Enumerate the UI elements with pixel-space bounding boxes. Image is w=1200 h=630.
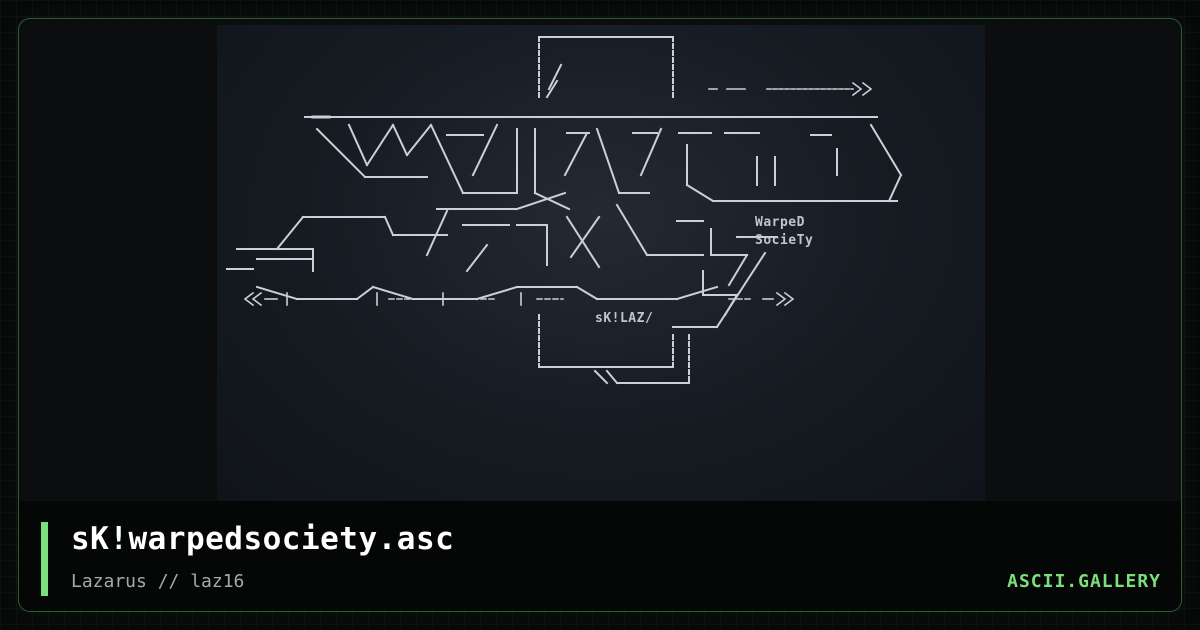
art-society-letters bbox=[226, 191, 749, 301]
ascii-art-preview: WarpeD SocieTy sK!LAZ/ bbox=[217, 25, 985, 501]
art-label-warped: WarpeD bbox=[755, 215, 805, 230]
art-bottom-box bbox=[538, 314, 690, 385]
card-frame: WarpeD SocieTy sK!LAZ/ sK!warpedsociety.… bbox=[18, 18, 1182, 612]
site-brand[interactable]: ASCII.GALLERY bbox=[1007, 571, 1161, 592]
artwork-author: Lazarus // laz16 bbox=[71, 571, 245, 592]
info-bar: sK!warpedsociety.asc Lazarus // laz16 AS… bbox=[19, 501, 1181, 611]
art-top-box bbox=[538, 36, 674, 99]
art-bottom-arrow-line bbox=[243, 291, 795, 307]
accent-stripe bbox=[41, 522, 48, 596]
art-warped-letters bbox=[304, 115, 903, 211]
art-label-society: SocieTy bbox=[755, 233, 814, 248]
art-signature: sK!LAZ/ bbox=[595, 311, 654, 326]
art-top-arrow bbox=[708, 81, 873, 97]
ascii-art-drawing bbox=[226, 36, 903, 385]
artwork-title: sK!warpedsociety.asc bbox=[71, 521, 455, 557]
art-signature-stroke bbox=[672, 236, 778, 329]
